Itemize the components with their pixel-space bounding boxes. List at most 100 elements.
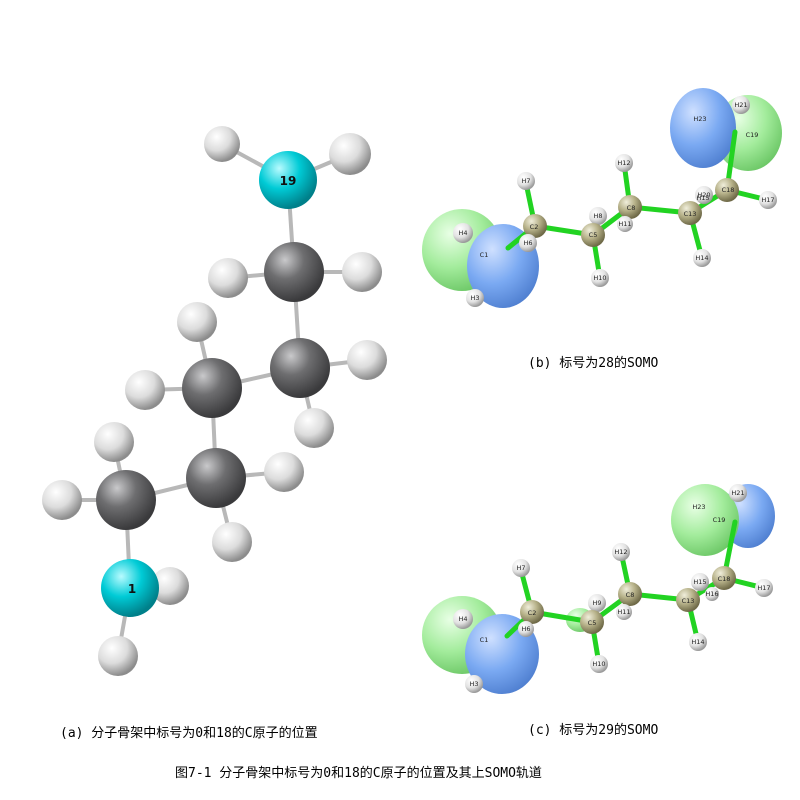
carbon-atom — [264, 242, 324, 302]
atom-number-19: 19 — [280, 174, 297, 188]
hydrogen-atom — [466, 289, 484, 307]
panel-b-atom-labels: H7 C2 H4 C1 H6 H3 H8 C5 H10 H12 C8 H11 C… — [458, 101, 774, 302]
atom-label: C2 — [528, 609, 537, 617]
panel-b-caption: (b) 标号为28的SOMO — [528, 356, 659, 371]
carbon-atom — [712, 566, 736, 590]
atom-label: H3 — [469, 680, 478, 688]
atom-label: H4 — [458, 229, 467, 237]
panel-c-caption: (c) 标号为29的SOMO — [528, 723, 659, 738]
atom-label: H6 — [523, 239, 532, 247]
atom-label: H9 — [592, 599, 601, 607]
carbon-atom — [96, 470, 156, 530]
carbon-atom — [186, 448, 246, 508]
carbon-atom — [618, 195, 642, 219]
atom-label: C5 — [589, 231, 598, 239]
atom-label: C18 — [722, 186, 735, 194]
carbon-atom — [715, 178, 739, 202]
atom-label: H20 — [697, 191, 710, 199]
atom-label: C1 — [480, 251, 489, 259]
hydrogen-atom — [465, 675, 483, 693]
hydrogen-atom — [264, 452, 304, 492]
orbital-lobe-blue — [670, 88, 736, 168]
atom-label: C2 — [530, 223, 539, 231]
atom-label: C5 — [588, 619, 597, 627]
atom-label: C18 — [718, 575, 731, 583]
atom-label: H11 — [617, 608, 630, 616]
hydrogen-atom — [755, 579, 773, 597]
hydrogen-atom — [589, 207, 607, 225]
hydrogen-atom — [732, 96, 750, 114]
hydrogen-atom — [294, 408, 334, 448]
hydrogen-atom — [453, 609, 473, 629]
hydrogen-atom — [616, 604, 632, 620]
carbon-atom — [523, 214, 547, 238]
atom-label: H16 — [705, 590, 718, 598]
atom-number-1: 1 — [128, 582, 136, 596]
hydrogen-atom — [588, 594, 606, 612]
atom-label: H3 — [470, 294, 479, 302]
hydrogen-atom — [759, 191, 777, 209]
hydrogen-atom — [98, 636, 138, 676]
panel-b-molecule: H7 C2 H4 C1 H6 H3 H8 C5 H10 H12 C8 H11 C… — [422, 88, 782, 308]
atom-label: C8 — [626, 591, 635, 599]
orbital-lobe-green — [671, 484, 739, 556]
carbon-atom — [581, 223, 605, 247]
hydrogen-atom — [212, 522, 252, 562]
hydrogen-atom — [347, 340, 387, 380]
atom-label: H12 — [617, 159, 630, 167]
hydrogen-atom — [177, 302, 217, 342]
panel-a-molecule: 19 1 — [42, 126, 387, 676]
hydrogen-atom — [125, 370, 165, 410]
figure-caption: 图7-1 分子骨架中标号为0和18的C原子的位置及其上SOMO轨道 — [175, 766, 542, 781]
panel-c-atoms — [453, 484, 773, 693]
atom-label: H7 — [516, 564, 525, 572]
panel-c-atom-labels: H7 C2 H4 C1 H6 H3 H9 C5 H10 H12 C8 H11 C… — [458, 489, 770, 688]
atom-label: H8 — [593, 212, 602, 220]
hydrogen-atom — [329, 133, 371, 175]
hydrogen-atom — [342, 252, 382, 292]
carbon-atom — [182, 358, 242, 418]
hydrogen-atom — [204, 126, 240, 162]
atom-label: C13 — [682, 597, 695, 605]
atom-label: C19 — [713, 516, 726, 524]
atom-label: C8 — [627, 204, 636, 212]
atom-label: H17 — [757, 584, 770, 592]
atom-label: H21 — [731, 489, 744, 497]
atom-label: H21 — [734, 101, 747, 109]
hydrogen-atom — [512, 559, 530, 577]
panel-a-nitrogens — [101, 151, 317, 617]
atom-label: H15 — [696, 194, 709, 202]
panel-b-atoms — [453, 96, 777, 307]
atom-label: H4 — [458, 615, 467, 623]
atom-label: C19 — [746, 131, 759, 139]
atom-label: H6 — [521, 625, 530, 633]
atom-label: H23 — [692, 503, 705, 511]
atom-label: H15 — [693, 578, 706, 586]
atom-label: H10 — [593, 274, 606, 282]
atom-label: H10 — [592, 660, 605, 668]
atom-label: H12 — [614, 548, 627, 556]
carbon-atom — [520, 600, 544, 624]
carbon-atom — [270, 338, 330, 398]
panel-a-caption: (a) 分子骨架中标号为0和18的C原子的位置 — [60, 726, 318, 741]
atom-label: H11 — [618, 220, 631, 228]
carbon-atom — [618, 582, 642, 606]
atom-label: H17 — [761, 196, 774, 204]
hydrogen-atom — [729, 484, 747, 502]
hydrogen-atom — [695, 186, 713, 204]
atom-label: H23 — [693, 115, 706, 123]
hydrogen-atom — [208, 258, 248, 298]
hydrogen-atom — [689, 633, 707, 651]
hydrogen-atom — [453, 223, 473, 243]
hydrogen-atom — [517, 172, 535, 190]
hydrogen-atom — [693, 249, 711, 267]
panel-c-molecule: H7 C2 H4 C1 H6 H3 H9 C5 H10 H12 C8 H11 C… — [422, 484, 775, 694]
panel-a-hydrogens — [42, 126, 387, 676]
carbon-atom — [676, 588, 700, 612]
hydrogen-atom — [518, 621, 534, 637]
atom-label: C13 — [684, 210, 697, 218]
hydrogen-atom — [705, 587, 719, 601]
atom-label: H14 — [695, 254, 708, 262]
hydrogen-atom — [591, 269, 609, 287]
